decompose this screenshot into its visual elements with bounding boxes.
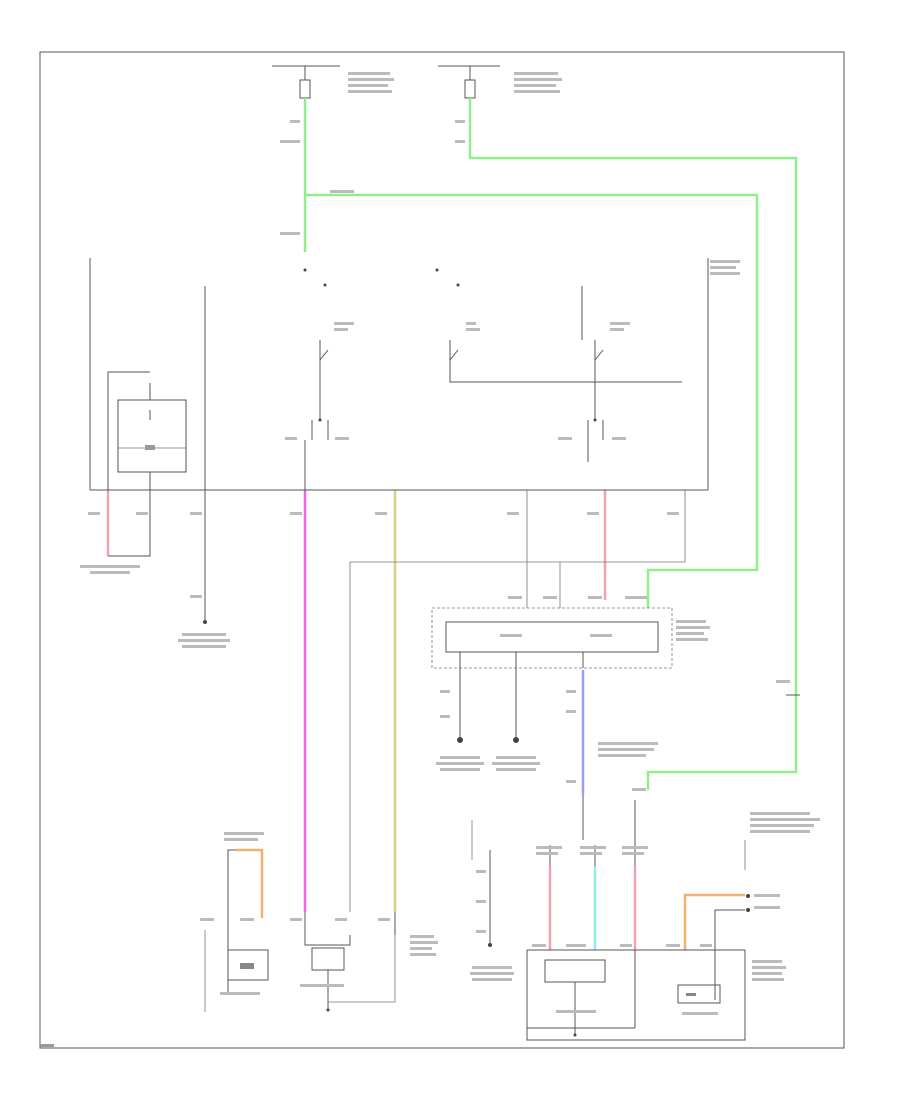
orange-wire-left xyxy=(236,848,264,918)
driver-motor xyxy=(300,912,438,1012)
passenger-motor-box xyxy=(526,894,786,1041)
green-wire-right xyxy=(468,98,798,790)
wire-pin-labels xyxy=(190,120,712,947)
diagram-border xyxy=(39,51,845,1049)
master-switch-box xyxy=(89,258,740,491)
switch-left-contacts xyxy=(285,268,354,490)
footer-ref-mark xyxy=(40,1044,54,1047)
ground-return-wires xyxy=(349,490,686,912)
orange-wire-right xyxy=(683,893,745,950)
passenger-connector-row xyxy=(536,800,648,866)
lower-left-wires xyxy=(80,490,230,648)
middle-ground xyxy=(470,820,514,981)
passenger-switch-box xyxy=(431,607,710,669)
relay-box-left xyxy=(107,371,187,490)
fuse-block-right xyxy=(438,65,562,99)
ground-points xyxy=(436,668,540,771)
right-connector-label xyxy=(744,680,820,870)
switch-middle-contacts xyxy=(435,268,682,383)
switch-right-contacts xyxy=(558,322,630,462)
fuse-block-left xyxy=(272,65,394,99)
harness-label xyxy=(582,742,658,840)
green-wire-feed xyxy=(305,193,759,608)
left-bottom-motor xyxy=(204,832,269,1012)
master-box-pins xyxy=(88,512,679,515)
